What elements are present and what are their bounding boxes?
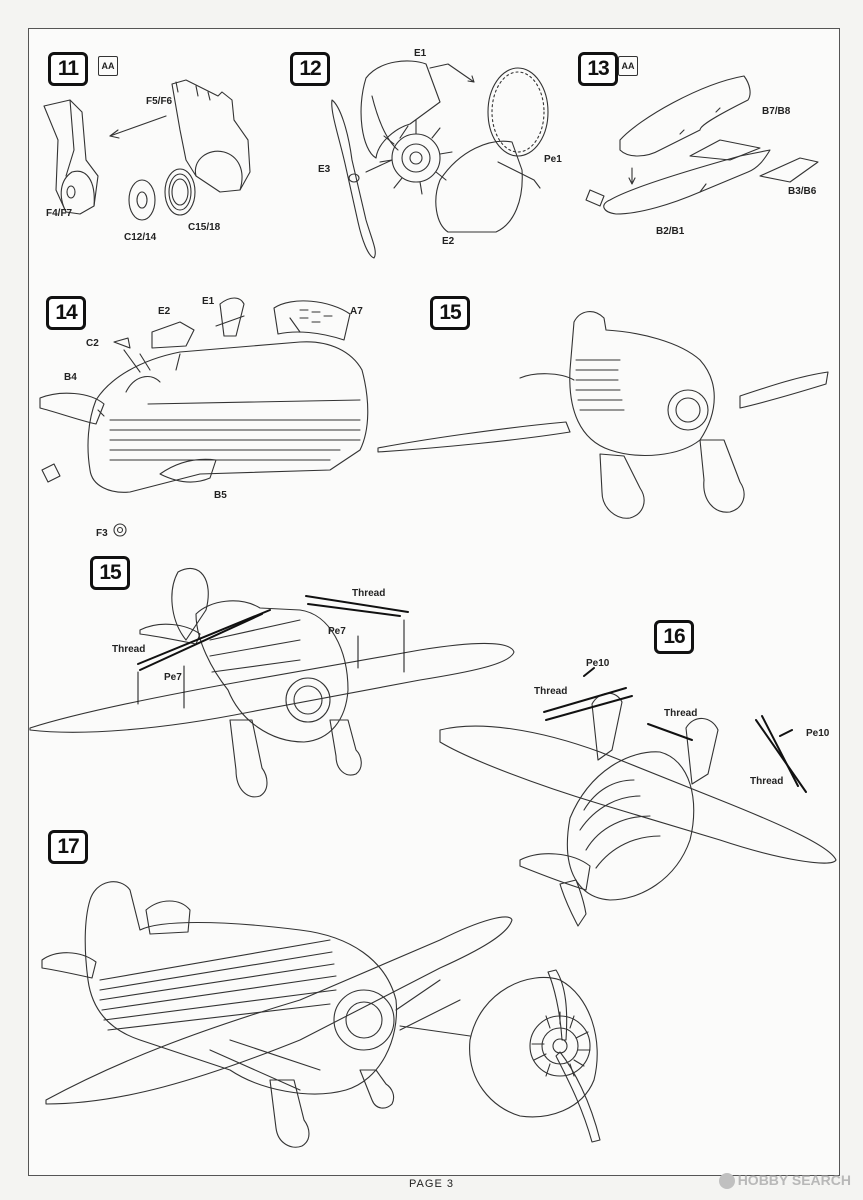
thread-label: Thread (534, 686, 568, 697)
step-11-badge: 11 (48, 52, 88, 86)
part-label: C2 (86, 338, 99, 349)
part-label: B3/B6 (788, 186, 817, 197)
watermark: HOBBY SEARCH (718, 1172, 851, 1190)
part-label: C15/18 (188, 222, 221, 233)
step17-aircraft (41, 881, 513, 1148)
step12-cowl-rear (435, 140, 523, 233)
part-label: Pe10 (806, 728, 830, 739)
part-label: E2 (158, 306, 171, 317)
step-14-badge: 14 (46, 296, 86, 330)
part-label: E3 (318, 164, 331, 175)
hobby-search-logo-icon (718, 1173, 735, 1190)
step12-cowl-front (360, 60, 441, 159)
step13-stabilizer (603, 75, 819, 215)
step14-arrows (97, 315, 301, 417)
part-label: E2 (442, 236, 455, 247)
step15a-left-gear (599, 453, 645, 519)
part-label: F4/F7 (46, 208, 73, 219)
step-11-aa-badge: AA (98, 56, 118, 76)
page-number: PAGE 3 (409, 1178, 454, 1190)
part-label: B7/B8 (762, 106, 791, 117)
part-label: E1 (414, 48, 427, 59)
step13-detail-icon (585, 189, 605, 207)
part-label: A7 (350, 306, 363, 317)
part-label: C12/14 (124, 232, 157, 243)
step17-engine-detail (469, 969, 601, 1143)
step11-wheel-parts (128, 168, 196, 221)
step16-thread-lines (543, 667, 807, 793)
step-15b-badge: 15 (90, 556, 130, 590)
thread-label: Thread (112, 644, 146, 655)
part-label: F3 (96, 528, 108, 539)
thread-label: Thread (750, 776, 784, 787)
step16-aircraft (439, 692, 837, 927)
step11-gear-fairing (43, 79, 251, 215)
part-label: B5 (214, 490, 227, 501)
part-label: F5/F6 (146, 96, 173, 107)
watermark-text: HOBBY SEARCH (737, 1172, 851, 1188)
part-label: Pe7 (328, 626, 346, 637)
step-15a-badge: 15 (430, 296, 470, 330)
part-label: Pe1 (544, 154, 562, 165)
thread-label: Thread (664, 708, 698, 719)
step11-arrow (109, 115, 167, 137)
part-label: Pe10 (586, 658, 610, 669)
part-label: B4 (64, 372, 77, 383)
step12-arrow (429, 63, 475, 83)
step14-fuselage (39, 297, 369, 537)
step-12-badge: 12 (290, 52, 330, 86)
step13-arrow (628, 167, 636, 185)
part-label: E1 (202, 296, 215, 307)
part-label: B2/B1 (656, 226, 685, 237)
step15a-fuselage (519, 311, 715, 456)
step12-pe-ring (487, 67, 549, 157)
step-13-badge: 13 (578, 52, 618, 86)
step15a-right-wing (739, 371, 829, 409)
thread-label: Thread (352, 588, 386, 599)
step12-radial-engine (379, 119, 453, 195)
step-13-aa-badge: AA (618, 56, 638, 76)
step-16-badge: 16 (654, 620, 694, 654)
step15a-left-wing (377, 421, 571, 453)
step-17-badge: 17 (48, 830, 88, 864)
step15a-right-gear (699, 439, 745, 513)
part-label: Pe7 (164, 672, 182, 683)
step12-propeller (331, 99, 376, 259)
step15b-aircraft (29, 567, 515, 798)
step15b-thread-lines (137, 595, 409, 709)
